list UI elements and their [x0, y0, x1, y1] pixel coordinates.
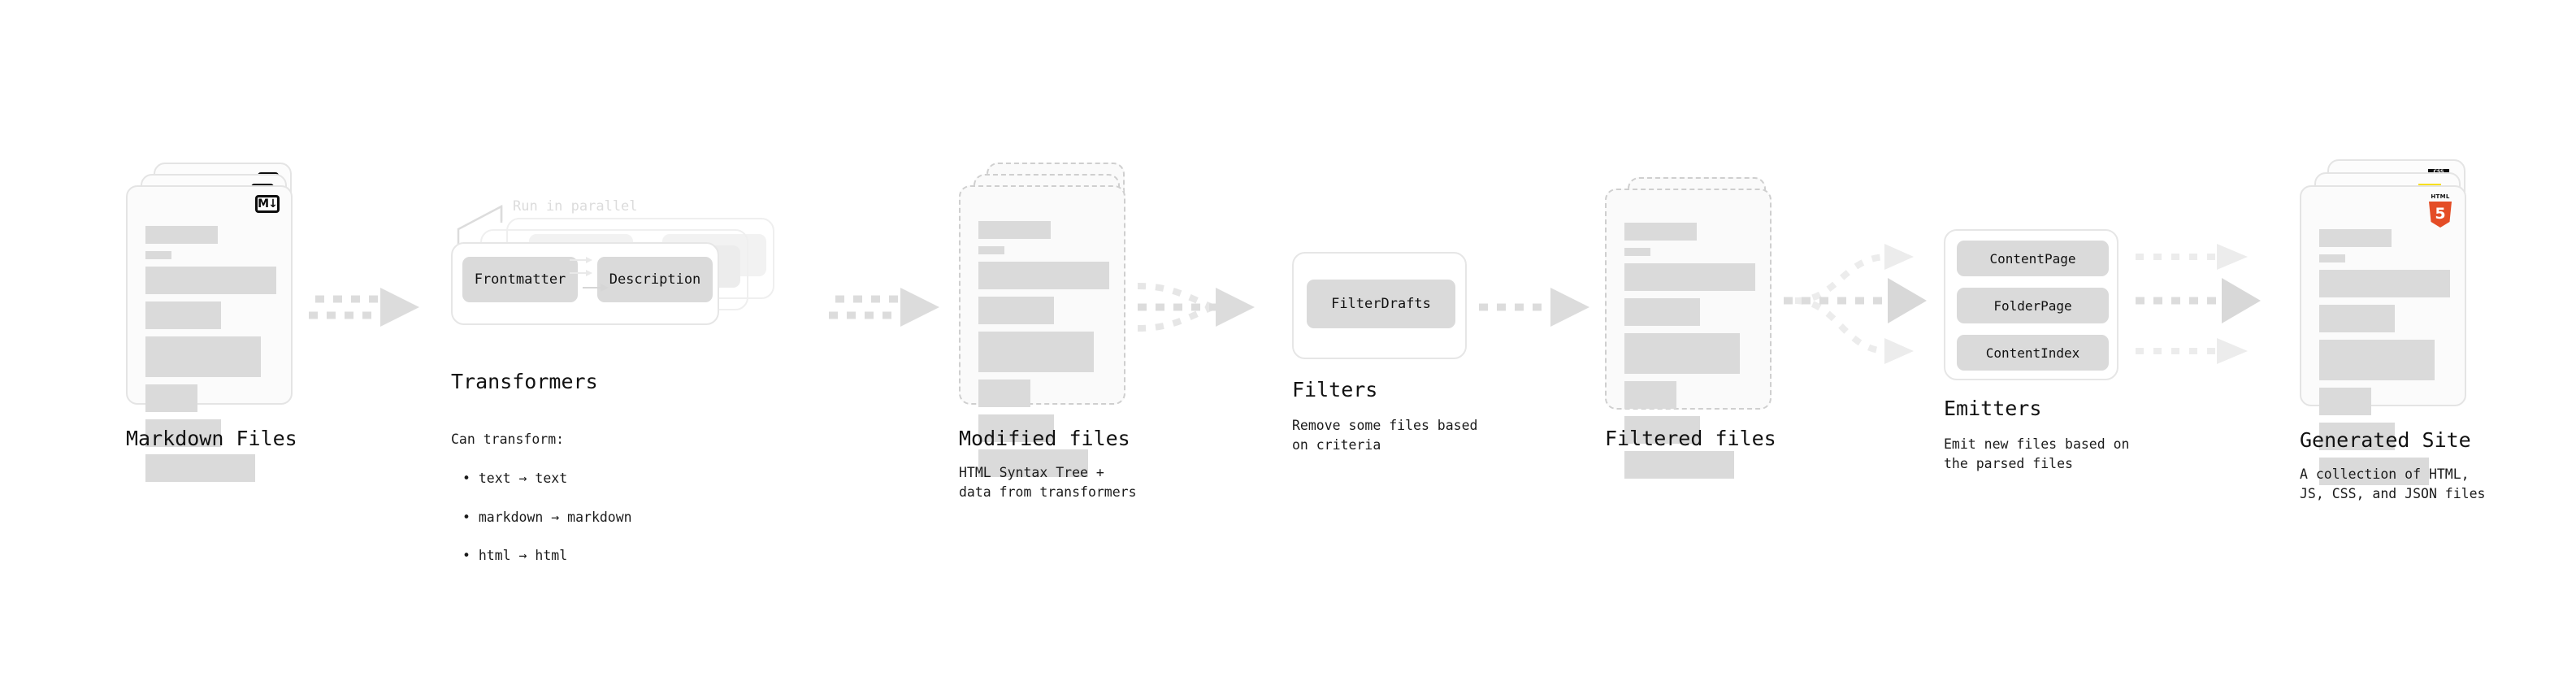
doc-bar [978, 262, 1109, 289]
doc-bar [1624, 248, 1651, 256]
doc-bar [2319, 270, 2450, 297]
doc-bar [2319, 423, 2396, 450]
markdown-file-stack: M↓ M↓ M↓ [126, 163, 301, 482]
doc-bar [2319, 305, 2396, 332]
doc-bar [2319, 458, 2430, 485]
modified-file-stack [959, 163, 1134, 477]
caption-markdown-files: Markdown Files [126, 427, 297, 450]
chip-filterdrafts[interactable]: FilterDrafts [1307, 280, 1455, 328]
caption-filtered-files: Filtered files [1605, 427, 1776, 450]
stage-generated-site: CSS HTML 5 [2300, 159, 2474, 485]
doc-bar [145, 301, 222, 329]
doc-bar [145, 251, 172, 259]
doc-bar [978, 246, 1005, 254]
markdown-card-front: M↓ [126, 185, 293, 482]
transformer-inner-arrows [570, 257, 609, 292]
caption-transformers: Transformers [451, 370, 598, 393]
doc-bar [145, 419, 222, 447]
filtered-card-front [1605, 189, 1772, 479]
arrow-markdown-to-transformers [309, 288, 419, 327]
html5-label: HTML [2431, 193, 2450, 200]
arrow-filtered-to-emitters [1784, 244, 1927, 364]
transform-bullet-2: • markdown → markdown [462, 509, 632, 525]
generated-card-html: HTML 5 [2300, 185, 2466, 485]
subcaption-modified-files: HTML Syntax Tree + data from transformer… [959, 465, 1137, 500]
chip-folderpage[interactable]: FolderPage [1957, 288, 2109, 323]
filtered-file-stack [1605, 177, 1780, 479]
subcaption-generated-site: A collection of HTML, JS, CSS, and JSON … [2300, 466, 2486, 501]
arrow-modified-to-filters [1137, 283, 1255, 332]
arrow-transformers-to-modified [829, 288, 939, 327]
stage-markdown-files: M↓ M↓ M↓ [126, 163, 301, 482]
doc-bar [145, 384, 198, 412]
doc-bar [1624, 381, 1677, 409]
stage-modified-files [959, 163, 1134, 477]
doc-bar [1624, 416, 1701, 444]
markdown-badge: M↓ [255, 195, 280, 213]
doc-bar [1624, 333, 1740, 374]
transform-label: Can transform: [451, 431, 565, 447]
doc-bar [978, 414, 1055, 442]
doc-bar [978, 380, 1031, 407]
caption-emitters: Emitters [1944, 397, 2042, 420]
arrow-filters-to-filtered [1479, 288, 1589, 327]
chip-contentpage[interactable]: ContentPage [1957, 241, 2109, 276]
caption-modified-files: Modified files [959, 427, 1130, 450]
transform-bullet-3: • html → html [462, 548, 568, 564]
doc-bar [2319, 254, 2346, 262]
doc-bar [2319, 340, 2435, 380]
subcaption-emitters: Emit new files based on the parsed files [1944, 436, 2130, 471]
chip-contentindex[interactable]: ContentIndex [1957, 335, 2109, 371]
generated-file-stack: CSS HTML 5 [2300, 159, 2474, 485]
subcaption-transformers: Can transform: • text → text • markdown … [451, 410, 632, 585]
doc-bar [1624, 451, 1735, 479]
doc-bar [978, 297, 1055, 324]
subcaption-filters: Remove some files based on criteria [1292, 418, 1478, 453]
doc-bar [2319, 388, 2372, 415]
arrow-emitters-to-site [2136, 244, 2261, 364]
transformer-layer-front: Frontmatter Description [451, 242, 719, 325]
doc-bar [145, 267, 276, 294]
caption-filters: Filters [1292, 378, 1378, 401]
caption-generated-site: Generated Site [2300, 428, 2471, 452]
doc-bar [1624, 298, 1701, 326]
modified-card-front [959, 185, 1125, 477]
filters-box: FilterDrafts [1292, 252, 1467, 359]
doc-bar [1624, 223, 1697, 241]
doc-bar [145, 454, 256, 482]
html5-shield: 5 [2429, 202, 2452, 228]
doc-bar [145, 226, 218, 244]
doc-bar [1624, 263, 1755, 291]
chip-frontmatter[interactable]: Frontmatter [462, 257, 578, 302]
run-in-parallel-label: Run in parallel [513, 198, 638, 215]
transform-bullet-1: • text → text [462, 470, 568, 486]
parallel-bracket [457, 204, 503, 254]
emitters-box: ContentPage FolderPage ContentIndex [1944, 229, 2118, 380]
doc-bar [145, 336, 261, 377]
doc-bar [978, 449, 1089, 477]
stage-filtered-files [1605, 177, 1780, 479]
chip-description[interactable]: Description [597, 257, 713, 302]
doc-bar [978, 221, 1051, 239]
doc-bar [978, 332, 1094, 372]
html5-badge: HTML 5 [2429, 193, 2453, 228]
doc-bar [2319, 229, 2392, 247]
